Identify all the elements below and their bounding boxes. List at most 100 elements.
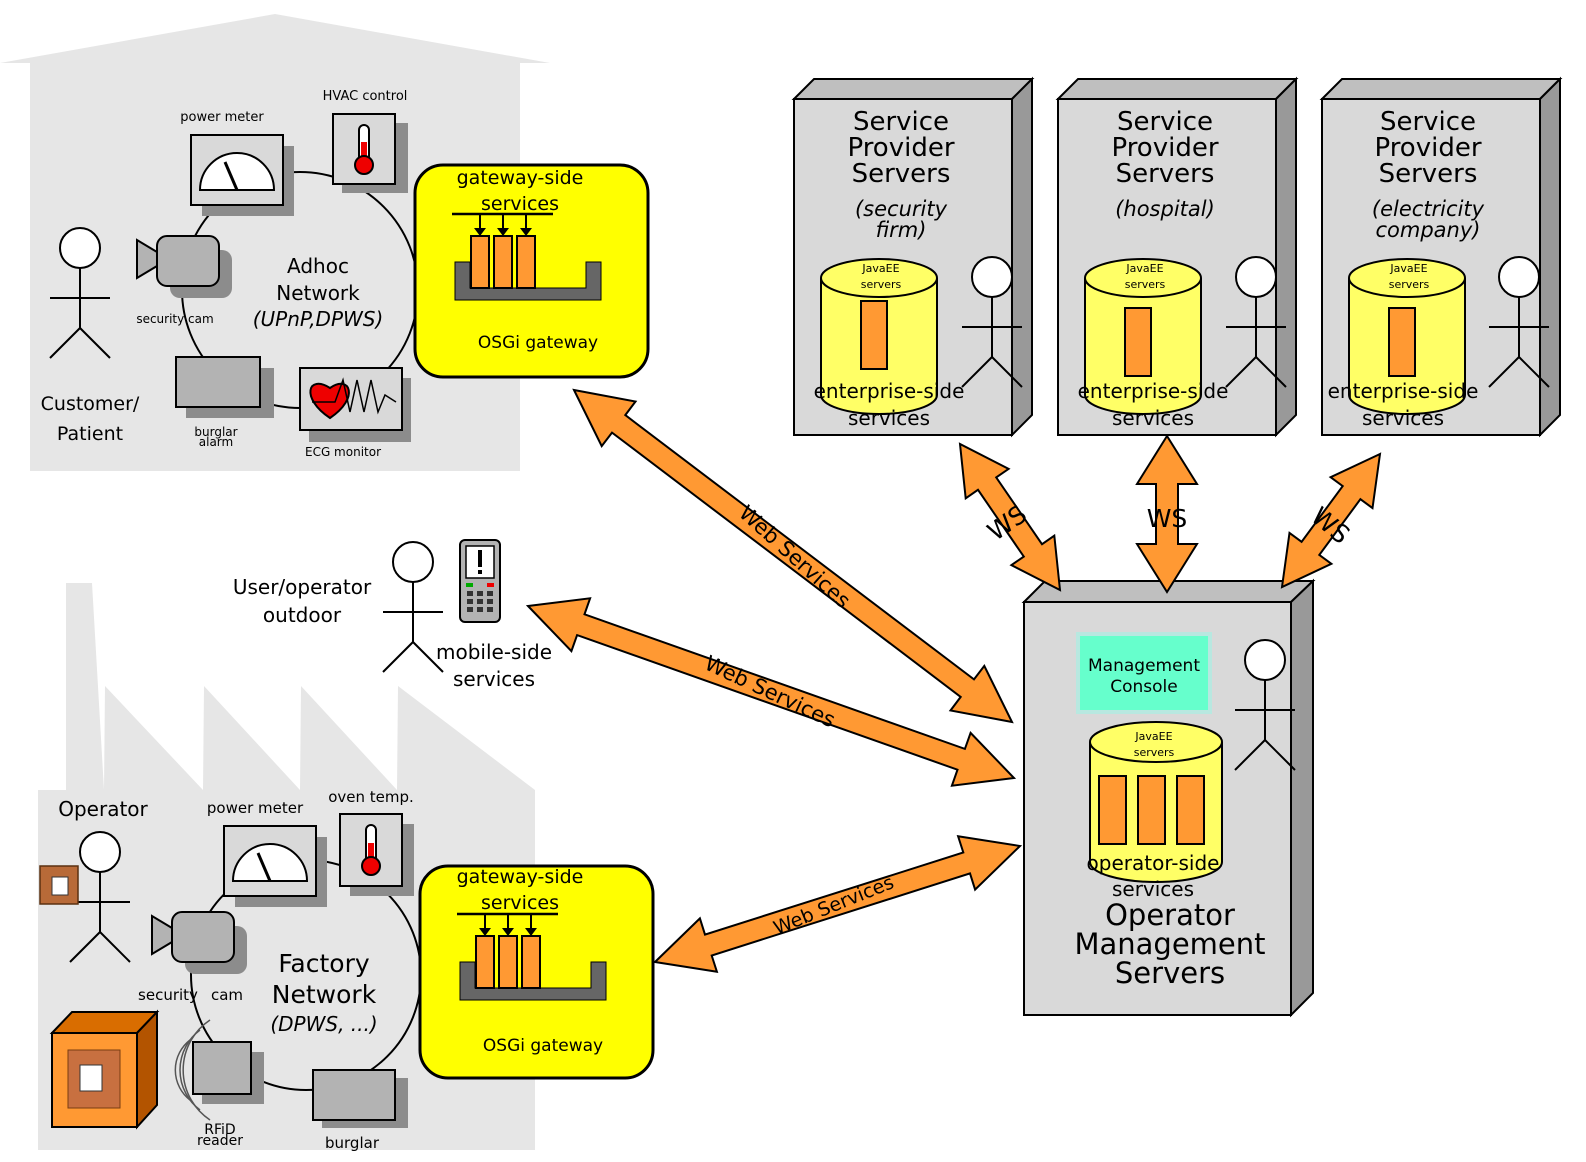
arrow-provider-2-operator: [1135, 434, 1199, 594]
rfid-reader-icon: [192, 1041, 264, 1104]
provider-3-db-1: JavaEE: [1389, 262, 1427, 275]
factory-operator-label: Operator: [58, 797, 148, 821]
provider-3-title-1: Service: [1380, 107, 1476, 137]
factory-network-label-1: Factory: [278, 949, 370, 978]
ecg-monitor-icon: [299, 367, 411, 442]
adhoc-label-2: Network: [276, 281, 360, 305]
gateway-home: gateway-side services OSGi gateway: [413, 163, 650, 379]
camera-icon: [151, 911, 247, 974]
customer-label-2: Patient: [57, 423, 123, 445]
burglar-label-2: alarm: [199, 435, 233, 449]
rfid-label-1: RFiD: [204, 1122, 235, 1138]
provider-2-svc-2: services: [1112, 406, 1194, 430]
provider-3-title-2: Provider: [1374, 133, 1481, 163]
mobile-services-label-1: mobile-side: [436, 640, 552, 664]
operator-title-1: Operator: [1105, 898, 1235, 932]
outdoor-user-label-2: outdoor: [263, 603, 342, 627]
provider-1-title-1: Service: [853, 107, 949, 137]
gateway-home-title-1: gateway-side: [457, 167, 584, 189]
house-roof: [0, 14, 550, 63]
provider-3-svc-1: enterprise-side: [1328, 379, 1479, 403]
arrow-provider-3-operator: [1280, 452, 1382, 589]
alarm-icon: [175, 356, 274, 418]
ws-mobile-label: Web Services: [701, 651, 839, 732]
gateway-home-label: OSGi gateway: [478, 333, 598, 353]
provider-server-2: Service Provider Servers (hospital) Java…: [1055, 76, 1299, 438]
oven-label: oven temp.: [328, 788, 414, 806]
power-meter-icon: [223, 825, 327, 907]
gateway-factory-label: OSGi gateway: [483, 1036, 603, 1056]
provider-1-db-2: servers: [861, 278, 902, 291]
gateway-factory-title-1: gateway-side: [457, 866, 584, 888]
mobile-phone-icon: [459, 539, 501, 623]
console-label-1: Management: [1088, 656, 1200, 676]
outdoor-user-area: User/operator outdoor mobile-side servic…: [233, 539, 552, 691]
gateway-home-title-2: services: [481, 193, 559, 215]
ws-gateway-home-label: Web Services: [734, 501, 855, 613]
burglar-label-1: burglar: [194, 425, 237, 439]
thermometer-icon: [332, 113, 408, 193]
management-console: [1080, 636, 1208, 710]
operator-server: Management Console JavaEE servers operat…: [1021, 578, 1316, 1018]
factory-area: power meter oven temp. security cam Fact…: [38, 583, 535, 1152]
provider-2-sub-1: (hospital): [1115, 197, 1215, 221]
adhoc-label-3: (UPnP,DPWS): [253, 307, 384, 331]
provider-2-title-3: Servers: [1116, 159, 1215, 189]
provider-server-3: Service Provider Servers (electricity co…: [1319, 76, 1563, 438]
database-icon: [1084, 258, 1202, 415]
ws-gateway-factory-label: Web Services: [770, 871, 897, 939]
operator-db-2: servers: [1134, 746, 1175, 759]
provider-1-svc-2: services: [848, 406, 930, 430]
provider-1-sub-1: (security: [855, 197, 948, 221]
ecg-label: ECG monitor: [305, 445, 381, 459]
osgi-bundles-icon: [457, 912, 607, 1001]
provider-1-sub-2: firm): [876, 218, 927, 242]
osgi-bundles-icon: [452, 212, 602, 301]
operator-svc-1: operator-side: [1087, 851, 1220, 875]
provider-3-title-3: Servers: [1379, 159, 1478, 189]
rfid-label-2: reader: [197, 1133, 243, 1149]
rfid-box-icon: [49, 1009, 160, 1130]
provider-1-svc-1: enterprise-side: [814, 379, 965, 403]
arrow-gateway-home-operator: [572, 388, 1014, 724]
thermometer-icon: [339, 813, 414, 896]
console-label-2: Console: [1110, 677, 1178, 697]
arrows-layer: [525, 388, 1382, 973]
arrow-gateway-factory-operator: [652, 835, 1023, 973]
adhoc-label-1: Adhoc: [287, 254, 349, 278]
gateway-factory: gateway-side services OSGi gateway: [418, 864, 655, 1080]
hvac-label: HVAC control: [323, 89, 408, 104]
ws-2-label: WS: [1147, 504, 1188, 533]
provider-1-title-3: Servers: [852, 159, 951, 189]
provider-3-db-2: servers: [1389, 278, 1430, 291]
provider-1-title-2: Provider: [847, 133, 954, 163]
operator-db-1: JavaEE: [1134, 730, 1172, 743]
provider-3-sub-1: (electricity: [1372, 197, 1485, 221]
rfid-waves-icon: [174, 1019, 211, 1121]
factory-security-label: security: [138, 986, 198, 1004]
provider-2-title-2: Provider: [1111, 133, 1218, 163]
operator-svc-2: services: [1112, 877, 1194, 901]
power-meter-icon: [190, 134, 294, 216]
mobile-services-label-2: services: [453, 667, 535, 691]
outdoor-user-label-1: User/operator: [233, 575, 372, 599]
factory-network-label-2: Network: [272, 980, 377, 1009]
arrow-provider-1-operator: [958, 442, 1062, 592]
factory-power-meter-label: power meter: [207, 799, 304, 817]
provider-1-db-1: JavaEE: [861, 262, 899, 275]
database-icon: [1348, 258, 1466, 415]
provider-3-sub-2: company): [1376, 218, 1481, 242]
security-cam-label: security cam: [136, 312, 213, 326]
rfid-tag-icon: [39, 865, 79, 905]
operator-title-2: Management: [1074, 927, 1265, 961]
camera-icon: [136, 235, 232, 298]
provider-2-db-2: servers: [1125, 278, 1166, 291]
power-meter-label: power meter: [180, 110, 264, 125]
database-icon: [820, 258, 938, 415]
home-network-area: power meter HVAC control security cam bu…: [0, 14, 550, 471]
database-icon: [1089, 721, 1223, 883]
customer-label-1: Customer/: [41, 393, 140, 415]
operator-title-3: Servers: [1115, 956, 1225, 990]
